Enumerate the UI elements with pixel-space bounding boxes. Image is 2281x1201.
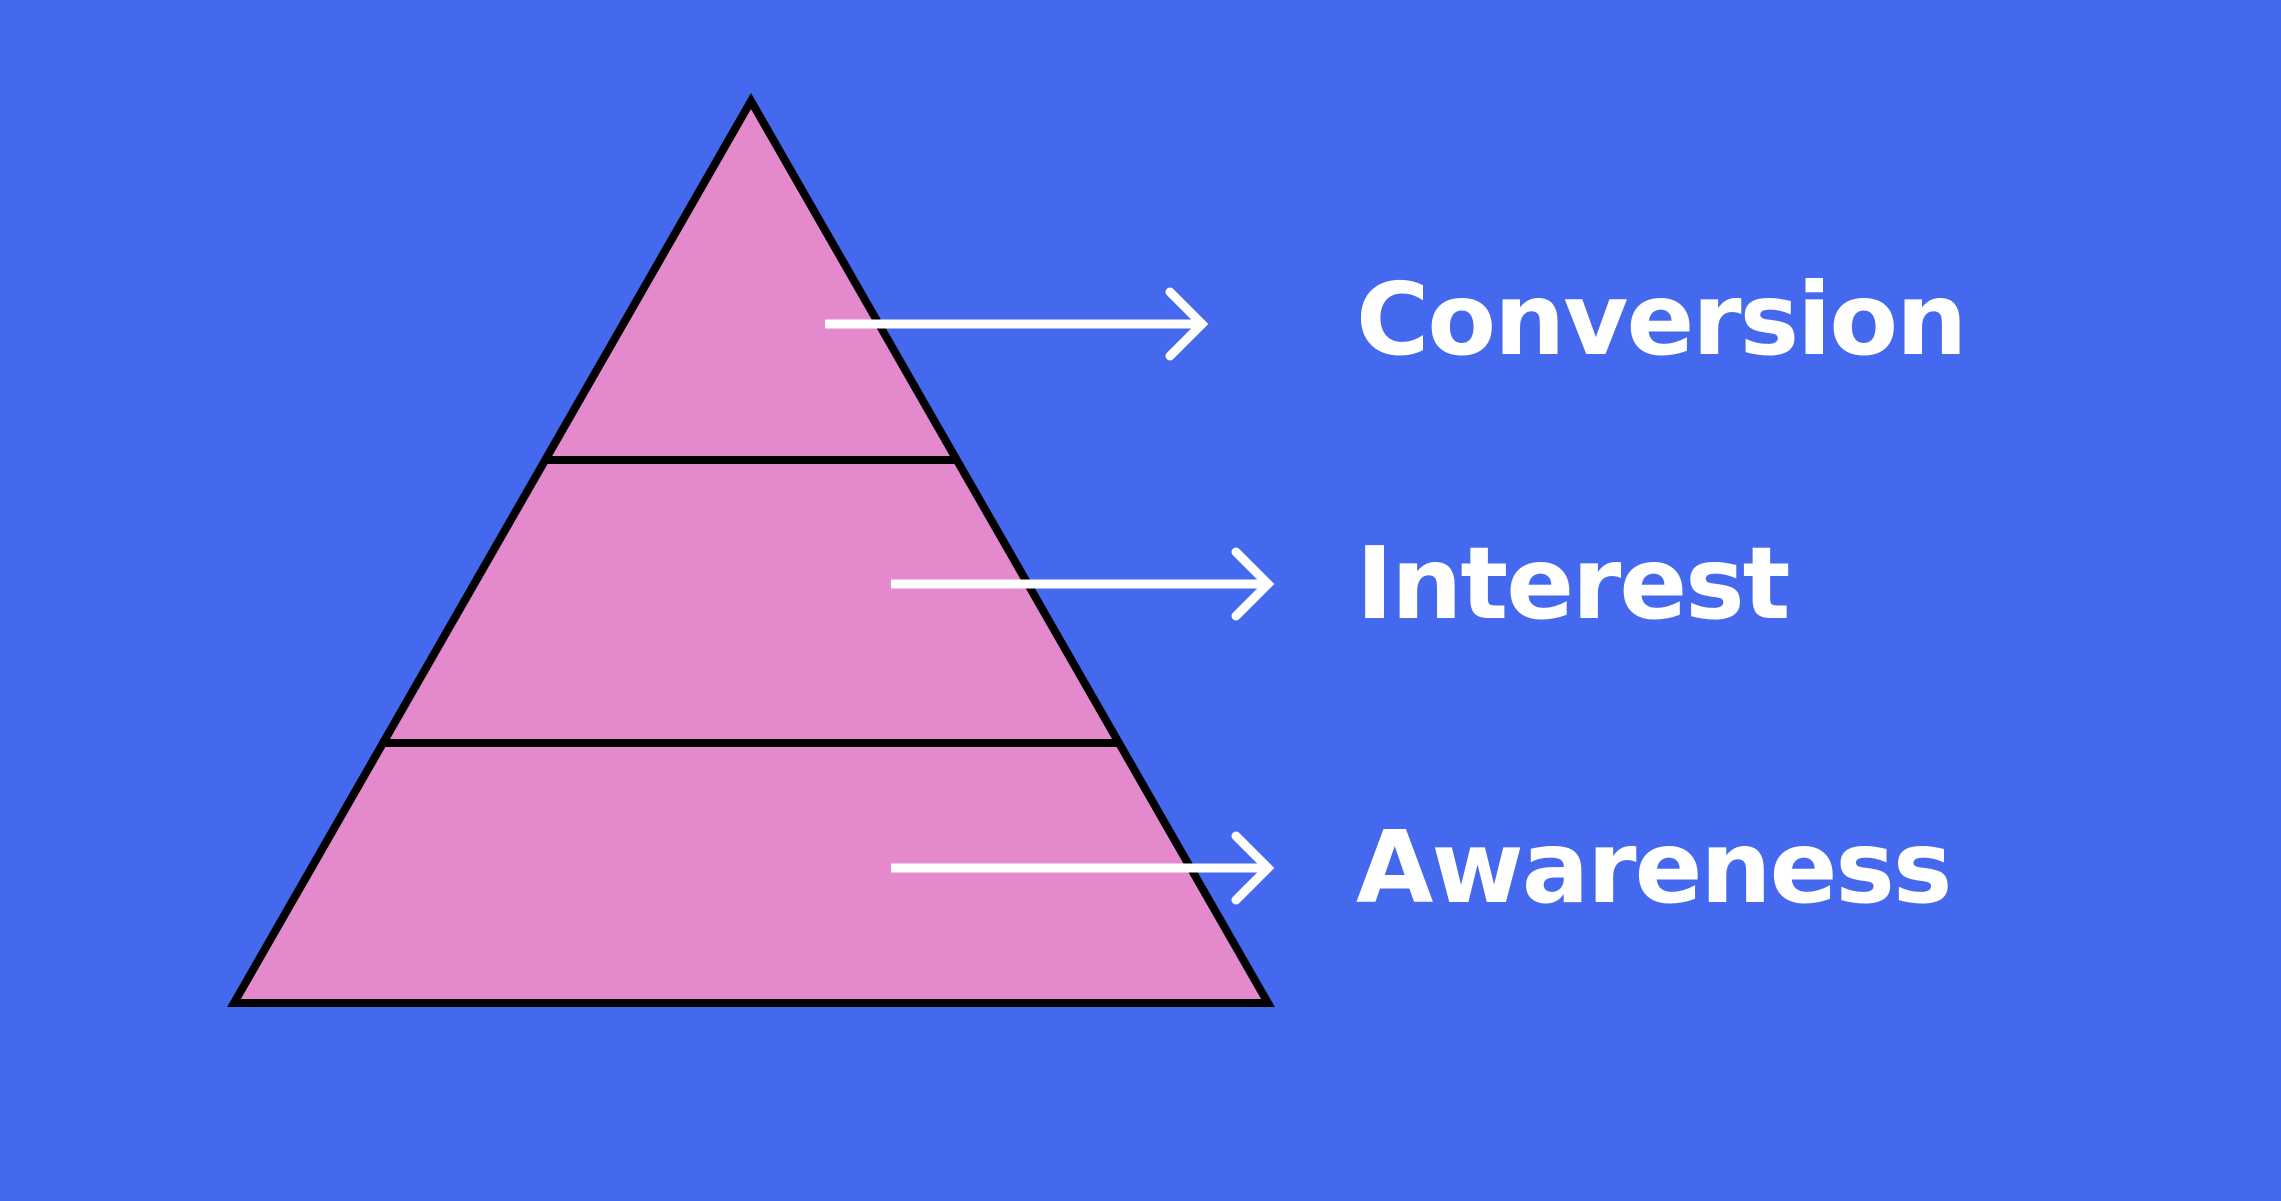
stage-label-interest: Interest [1356, 525, 1790, 642]
pyramid-shape [227, 92, 1275, 1007]
arrow-interest [891, 547, 1275, 621]
stage-label-awareness: Awareness [1356, 809, 1952, 926]
stage-label-conversion: Conversion [1356, 261, 1967, 378]
arrow-awareness [891, 831, 1275, 905]
arrow-conversion [825, 287, 1209, 361]
